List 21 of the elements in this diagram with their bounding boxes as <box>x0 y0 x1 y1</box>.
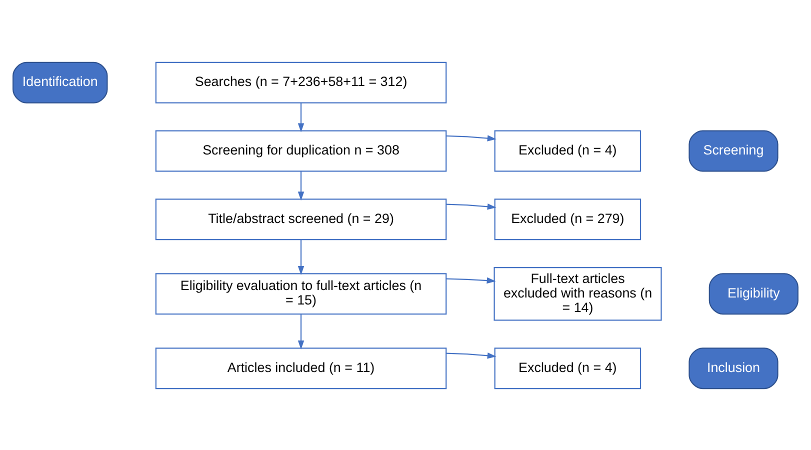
arrow <box>298 170 304 200</box>
node-box: Screening for duplication n = 308 <box>155 130 447 172</box>
node-box: Full-text articles excluded with reasons (n = 14) <box>494 266 662 320</box>
node-box: Eligibility evaluation to full-text articles (n = 15) <box>155 272 447 314</box>
arrow <box>446 352 496 358</box>
node-box: Articles included (n = 11) <box>155 347 447 389</box>
arrow <box>298 314 304 350</box>
node-box: Screening <box>688 130 778 172</box>
arrow <box>446 276 496 284</box>
node-box: Excluded (n = 4) <box>494 130 642 172</box>
arrow <box>298 239 304 274</box>
arrow <box>446 202 496 210</box>
node-box: Inclusion <box>688 347 778 389</box>
node-box: Eligibility <box>708 272 798 314</box>
node-box: Title/abstract screened (n = 29) <box>155 198 447 240</box>
node-box: Excluded (n = 4) <box>494 347 642 389</box>
arrow <box>298 102 304 132</box>
arrow <box>446 134 496 141</box>
node-box: Excluded (n = 279) <box>494 198 642 240</box>
node-box: Searches (n = 7+236+58+11 = 312) <box>155 61 447 103</box>
node-box: Identification <box>12 61 108 103</box>
